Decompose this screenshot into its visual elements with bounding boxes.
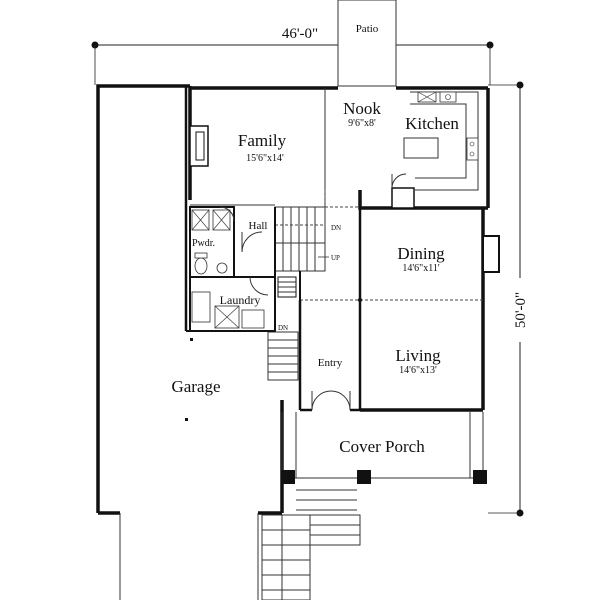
- powder-room: [189, 206, 235, 278]
- cover-porch: [281, 412, 487, 511]
- dining-living-walls: [358, 208, 362, 410]
- family-room: [189, 88, 326, 206]
- hall-stairs: [241, 190, 483, 301]
- depth-label-bg: [506, 278, 534, 342]
- porch-label: Cover Porch: [339, 437, 425, 456]
- family-label: Family: [238, 131, 287, 150]
- width-label-bg: [262, 22, 338, 42]
- dining-bay-window: [482, 235, 500, 273]
- powder-label: Pwdr.: [192, 238, 215, 249]
- width-dimension: [91, 41, 494, 85]
- garage: [184, 86, 275, 421]
- stair-up: UP: [331, 254, 340, 262]
- kitchen-label: Kitchen: [405, 114, 459, 133]
- nook-size: 9'6"x8': [348, 118, 376, 129]
- width-dimension-label: 46'-0": [282, 26, 318, 42]
- kitchen-area: [391, 91, 479, 209]
- laundry-label: Laundry: [220, 293, 261, 307]
- entry-label: Entry: [318, 357, 343, 369]
- dining-label: Dining: [397, 244, 445, 263]
- hall-label: Hall: [249, 220, 268, 232]
- nook-label: Nook: [343, 99, 381, 118]
- entry: [298, 300, 360, 412]
- living-size: 14'6"x13': [399, 365, 437, 376]
- family-size: 15'6"x14': [246, 153, 284, 164]
- front-walkway: [119, 513, 361, 600]
- dining-size: 14'6"x11': [402, 263, 440, 274]
- lower-stair: [267, 331, 299, 381]
- stair-dn-lower: DN: [278, 324, 288, 332]
- patio-label: Patio: [356, 23, 379, 35]
- garage-label: Garage: [171, 377, 220, 396]
- stair-dn-upper: DN: [331, 224, 341, 232]
- patio: [337, 0, 397, 87]
- living-label: Living: [395, 346, 441, 365]
- depth-dimension-label: 50'-0": [513, 292, 529, 328]
